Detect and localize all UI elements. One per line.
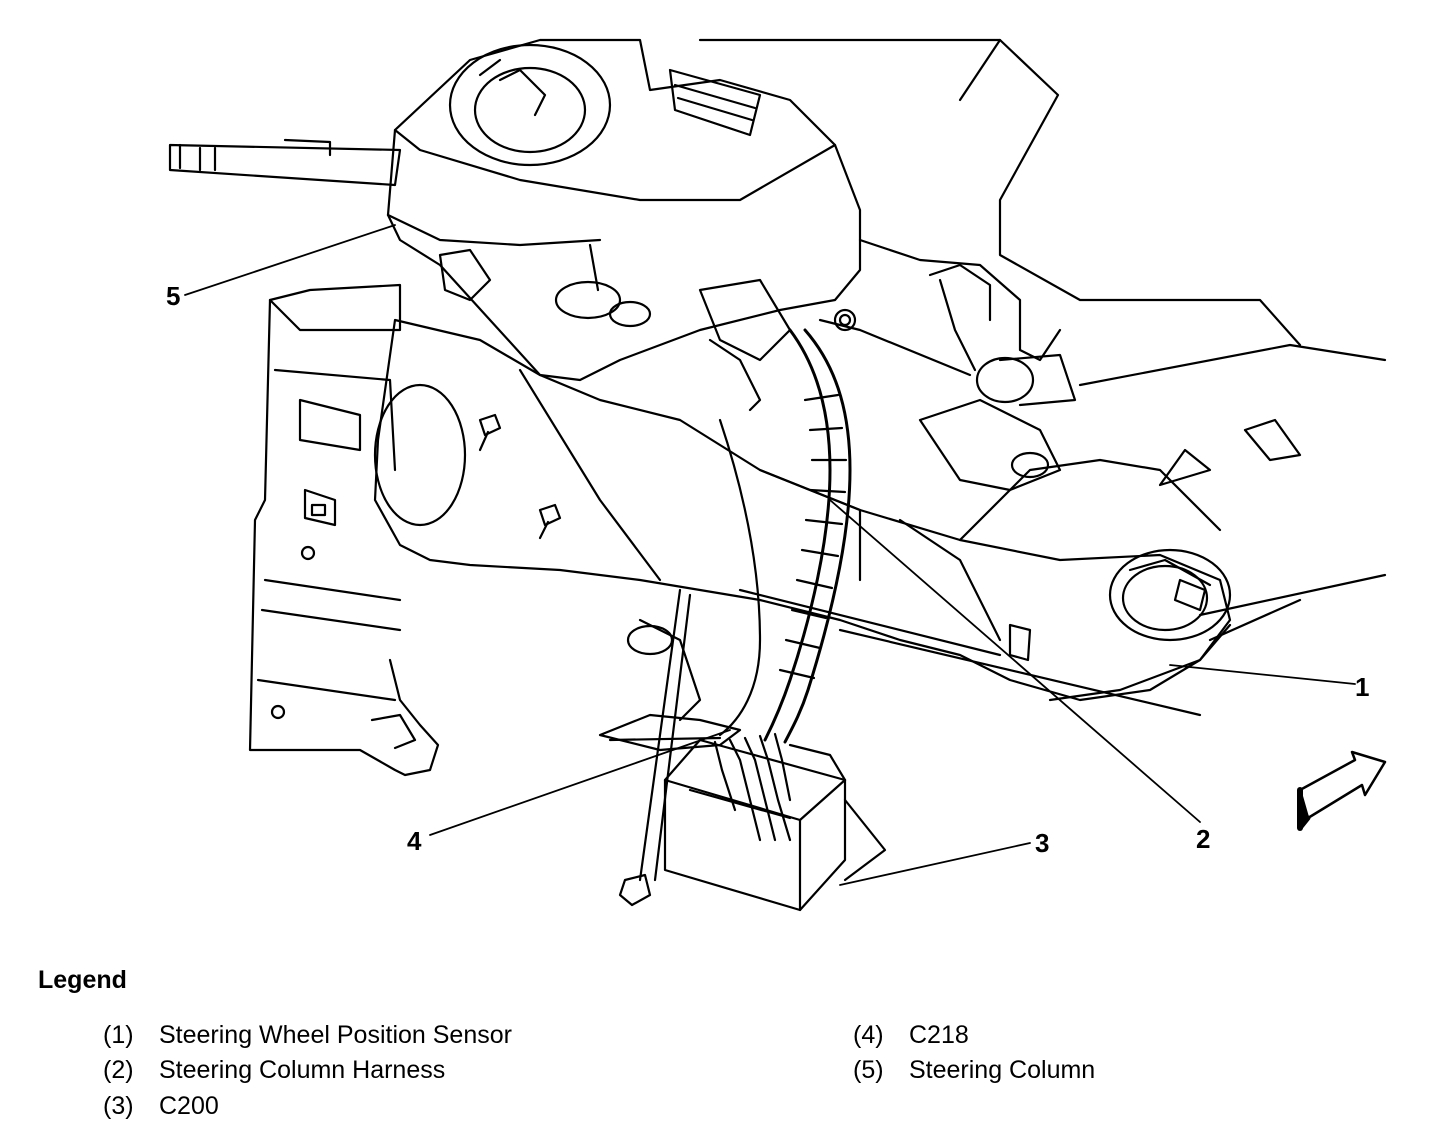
steering-column-shroud: [386, 38, 862, 382]
callout-3: 3: [1035, 828, 1049, 858]
steering-column-body: [373, 318, 1232, 702]
leader-line-5: [184, 224, 396, 296]
column-right-components: [818, 238, 1077, 492]
legend-title: Legend: [38, 966, 127, 994]
legend-item-number: (5): [853, 1056, 884, 1084]
leader-line-3: [839, 842, 1031, 886]
callout-leader-lines: [184, 224, 1356, 886]
callout-1: 1: [1355, 672, 1369, 702]
steering-column-diagram: 1 2 3 4 5: [166, 38, 1387, 912]
legend-item-3: (3) C200: [103, 1092, 219, 1121]
legend-item-number: (3): [103, 1092, 134, 1120]
legend-item-label: Steering Column Harness: [159, 1056, 446, 1084]
callout-4: 4: [407, 826, 422, 856]
mounting-bolts: [478, 413, 692, 907]
legend-item-label: C200: [159, 1092, 219, 1120]
callout-2: 2: [1196, 824, 1210, 854]
legend-item-number: (2): [103, 1056, 134, 1084]
leader-line-4: [429, 729, 731, 836]
direction-arrow-icon: [1297, 750, 1387, 831]
left-mounting-bracket: [248, 283, 440, 777]
legend-item-label: C218: [909, 1021, 969, 1049]
legend-item-number: (4): [853, 1021, 884, 1049]
legend-item-4: (4) C218: [853, 1021, 969, 1050]
legend-item-2: (2) Steering Column Harness: [103, 1056, 445, 1085]
callout-5: 5: [166, 281, 180, 311]
c218-connector: [598, 618, 742, 752]
legend-item-1: (1) Steering Wheel Position Sensor: [103, 1021, 512, 1050]
steering-column-harness: [698, 278, 852, 744]
legend-item-label: Steering Wheel Position Sensor: [159, 1021, 512, 1049]
legend-item-number: (1): [103, 1021, 134, 1049]
legend-item-5: (5) Steering Column: [853, 1056, 1095, 1085]
multifunction-switch-lever: [168, 138, 402, 187]
c200-connector: [663, 732, 887, 912]
leader-line-1: [1169, 664, 1356, 685]
legend-item-label: Steering Column: [909, 1056, 1096, 1084]
leader-line-2: [829, 499, 1201, 823]
instrument-panel-structure: [698, 38, 1387, 717]
